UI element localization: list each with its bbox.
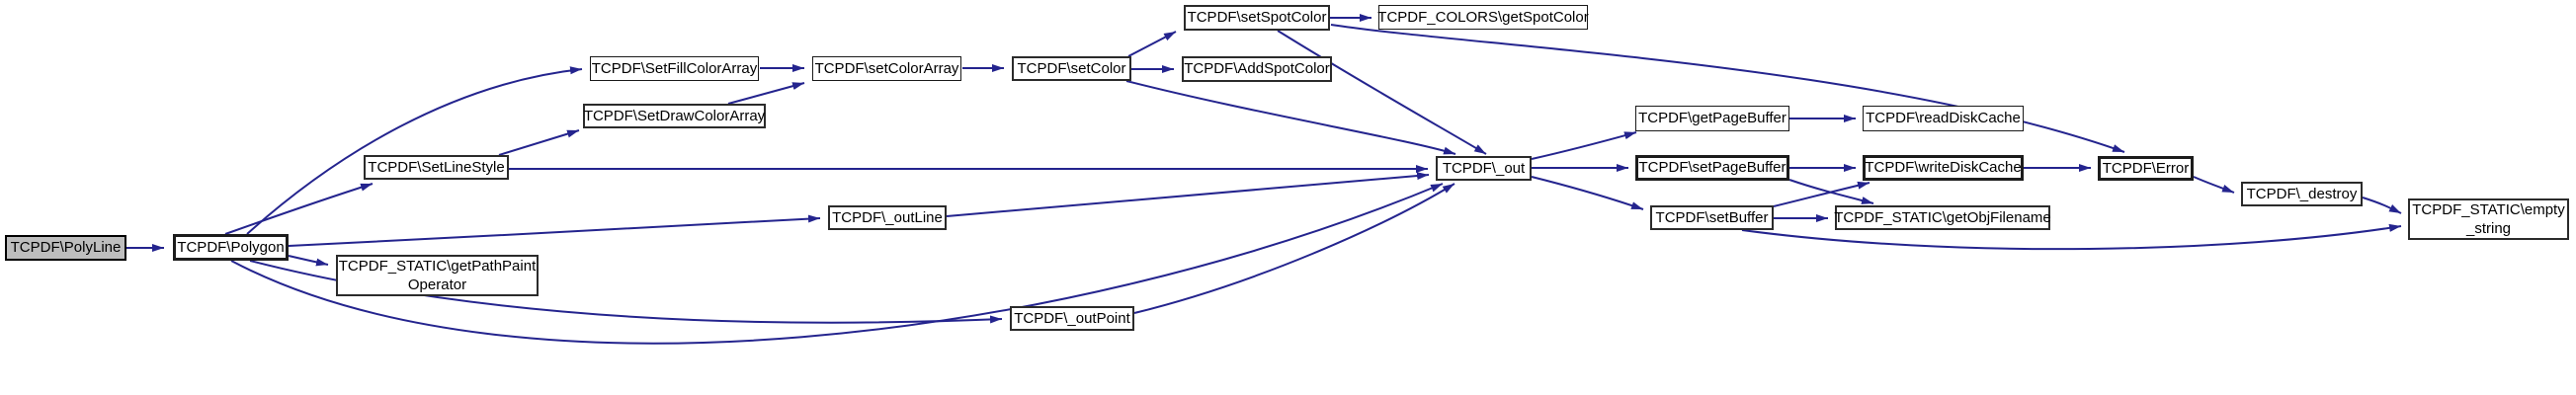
node-label: TCPDF\writeDiskCache: [1865, 159, 2022, 177]
node-label: TCPDF\setColor: [1017, 59, 1126, 77]
node-label-line1: TCPDF_STATIC\getPathPaint: [338, 257, 537, 275]
node-tcpdf-out[interactable]: TCPDF\_out: [1436, 156, 1532, 181]
node-label: TCPDF_COLORS\getSpotColor: [1377, 8, 1589, 26]
edge-outline-to-out: [946, 172, 1430, 217]
node-label: TCPDF_STATIC\getObjFilename: [1834, 208, 2051, 226]
node-label: TCPDF\Error: [2102, 159, 2190, 177]
node-tcpdf-static-getpathpaintoperator[interactable]: TCPDF_STATIC\getPathPaint Operator: [336, 255, 539, 296]
node-label-line2: _string: [2465, 220, 2512, 237]
node-label: TCPDF\setPageBuffer: [1638, 159, 1787, 177]
node-tcpdf-setbuffer[interactable]: TCPDF\setBuffer: [1650, 205, 1774, 230]
node-label: TCPDF\getPageBuffer: [1638, 110, 1787, 127]
node-tcpdf-colors-getspotcolor[interactable]: TCPDF_COLORS\getSpotColor: [1377, 5, 1589, 30]
node-tcpdf-outpoint[interactable]: TCPDF\_outPoint: [1010, 306, 1134, 331]
edge-setcolor-to-out: [1125, 80, 1456, 155]
edge-polygon-to-setfillcolorarray: [246, 66, 583, 235]
node-tcpdf-setcolor[interactable]: TCPDF\setColor: [1012, 56, 1131, 81]
node-label: TCPDF\setBuffer: [1655, 208, 1769, 226]
edge-polygon-to-setlinestyle: [224, 183, 374, 235]
edge-destroy-to-emptystring: [2362, 197, 2402, 214]
node-label: TCPDF\setColorArray: [814, 59, 959, 77]
node-tcpdf-getpagebuffer[interactable]: TCPDF\getPageBuffer: [1635, 106, 1789, 131]
node-label: TCPDF\_outLine: [832, 208, 943, 226]
node-label: TCPDF\_destroy: [2246, 185, 2358, 202]
node-tcpdf-static-emptystring[interactable]: TCPDF_STATIC\empty _string: [2408, 198, 2569, 240]
node-label: TCPDF\SetFillColorArray: [591, 59, 758, 77]
node-tcpdf-outline[interactable]: TCPDF\_outLine: [828, 205, 947, 230]
node-tcpdf-writediskcache[interactable]: TCPDF\writeDiskCache: [1863, 155, 2024, 181]
node-label: TCPDF\PolyLine: [10, 239, 122, 257]
node-tcpdf-addspotcolor[interactable]: TCPDF\AddSpotColor: [1182, 56, 1332, 82]
node-label: TCPDF\_outPoint: [1014, 309, 1130, 327]
node-label: TCPDF\Polygon: [177, 238, 285, 256]
node-tcpdf-setspotcolor[interactable]: TCPDF\setSpotColor: [1184, 5, 1330, 31]
node-tcpdf-static-getobjfilename[interactable]: TCPDF_STATIC\getObjFilename: [1834, 205, 2051, 230]
node-tcpdf-polygon[interactable]: TCPDF\Polygon: [173, 234, 289, 261]
edge-setbuffer-to-writediskcache: [1773, 181, 1870, 207]
edge-outpoint-to-out: [1133, 183, 1455, 314]
node-label-line2: Operator: [407, 276, 467, 293]
node-label: TCPDF\_out: [1442, 159, 1526, 177]
edge-polygon-to-getpathpaintoperator: [288, 255, 329, 267]
node-tcpdf-setcolorarray[interactable]: TCPDF\setColorArray: [812, 56, 961, 81]
edge-error-to-destroy: [2193, 176, 2235, 194]
node-tcpdf-error[interactable]: TCPDF\Error: [2098, 156, 2194, 181]
node-tcpdf-setpagebuffer[interactable]: TCPDF\setPageBuffer: [1635, 155, 1789, 181]
node-tcpdf-destroy[interactable]: TCPDF\_destroy: [2241, 182, 2363, 206]
node-tcpdf-setfillcolorarray[interactable]: TCPDF\SetFillColorArray: [590, 56, 759, 81]
edge-setbuffer-to-emptystring: [1741, 223, 2402, 251]
node-tcpdf-setdrawcolorarray[interactable]: TCPDF\SetDrawColorArray: [583, 104, 766, 128]
node-label: TCPDF\readDiskCache: [1866, 110, 2021, 127]
edge-polygon-to-out: [230, 183, 1444, 345]
edge-setlinestyle-to-setdrawcolorarray: [498, 129, 580, 156]
edge-setdrawcolorarray-to-setcolorarray: [727, 82, 805, 105]
edge-out-to-getpagebuffer: [1531, 131, 1637, 160]
edge-setcolor-to-setspotcolor: [1127, 31, 1177, 57]
edge-polygon-to-outline: [288, 214, 821, 247]
edge-out-to-setbuffer: [1531, 176, 1644, 210]
node-label: TCPDF\setSpotColor: [1187, 9, 1327, 27]
node-label: TCPDF\AddSpotColor: [1184, 60, 1330, 78]
node-label: TCPDF\SetLineStyle: [368, 158, 505, 176]
node-label-line1: TCPDF_STATIC\empty: [2412, 200, 2565, 218]
edge-setspotcolor-to-out: [1277, 30, 1487, 155]
node-tcpdf-polyline[interactable]: TCPDF\PolyLine: [5, 235, 126, 261]
node-tcpdf-setlinestyle[interactable]: TCPDF\SetLineStyle: [364, 155, 509, 180]
node-tcpdf-readdiskcache[interactable]: TCPDF\readDiskCache: [1863, 106, 2024, 131]
node-label: TCPDF\SetDrawColorArray: [583, 107, 766, 124]
